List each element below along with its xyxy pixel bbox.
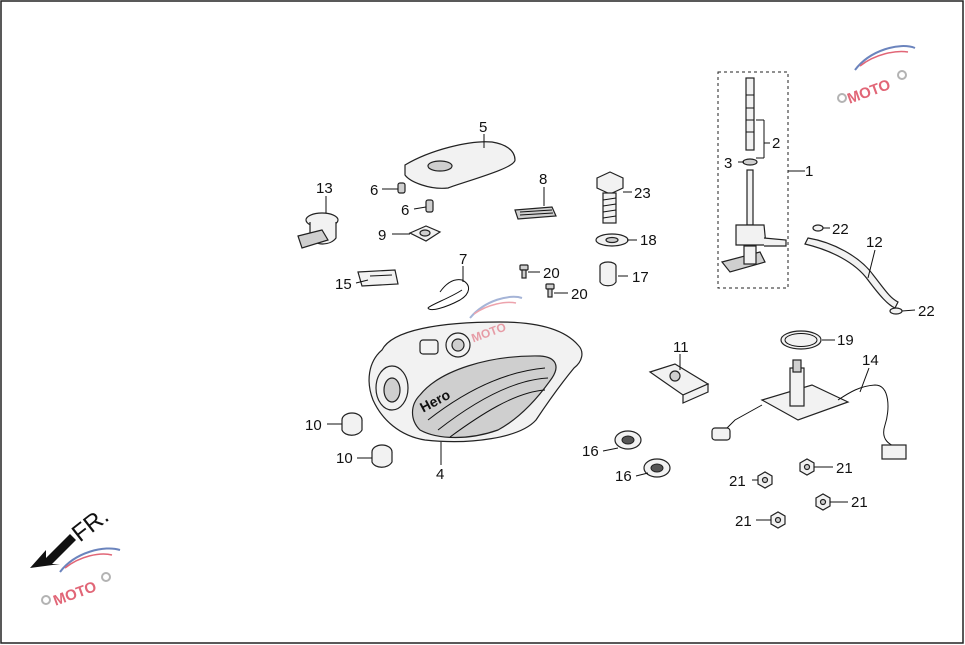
callout-10b: 10 xyxy=(336,450,353,467)
fuel-cap-13 xyxy=(297,212,339,249)
callout-3: 3 xyxy=(724,155,732,172)
callout-15: 15 xyxy=(335,276,352,293)
callout-21d: 21 xyxy=(735,513,752,530)
callout-labels: 1 2 3 4 5 6 6 7 8 9 10 10 11 12 13 14 15… xyxy=(305,119,935,530)
callout-19: 19 xyxy=(837,332,854,349)
fuel-cock-1 xyxy=(720,77,787,273)
screw-20a xyxy=(519,264,529,279)
fuel-tank: Hero xyxy=(368,321,583,443)
collar-17 xyxy=(599,261,617,287)
callout-21c: 21 xyxy=(851,494,868,511)
callout-16a: 16 xyxy=(582,443,599,460)
washer-18 xyxy=(595,233,629,247)
hose-clip-22b xyxy=(889,307,903,315)
nut-21d xyxy=(770,511,786,529)
callout-21b: 21 xyxy=(836,460,853,477)
callout-22a: 22 xyxy=(832,221,849,238)
callout-7: 7 xyxy=(459,251,467,268)
grommet-16b xyxy=(643,458,671,478)
leader-lines xyxy=(325,119,916,521)
watermark-text: MOTO xyxy=(51,578,99,609)
callout-16b: 16 xyxy=(615,468,632,485)
callout-23: 23 xyxy=(634,185,651,202)
tank-cover-plate xyxy=(404,141,516,189)
callout-6b: 6 xyxy=(401,202,409,219)
arrow-icon xyxy=(30,534,76,568)
callout-14: 14 xyxy=(862,352,879,369)
callout-11: 11 xyxy=(673,339,689,356)
gear-icon xyxy=(837,93,847,103)
gear-icon xyxy=(41,595,51,605)
gear-icon xyxy=(101,572,111,582)
callout-9: 9 xyxy=(378,227,386,244)
watermark-text: MOTO xyxy=(845,76,893,107)
rubber-mount-9 xyxy=(408,225,442,242)
grommet-10a xyxy=(341,412,363,436)
nut-21a xyxy=(757,471,773,489)
screw-20b xyxy=(545,283,555,298)
spring-clip-7 xyxy=(427,279,469,311)
bolt-23 xyxy=(596,171,624,224)
nut-21c xyxy=(815,493,831,511)
callout-10a: 10 xyxy=(305,417,322,434)
callout-2: 2 xyxy=(772,135,780,152)
grommet-16a xyxy=(614,430,642,450)
callout-12: 12 xyxy=(866,234,883,251)
nut-21b xyxy=(799,458,815,476)
clip-15 xyxy=(357,269,399,287)
callout-21a: 21 xyxy=(729,473,746,490)
callout-20b: 20 xyxy=(571,286,588,303)
callout-17: 17 xyxy=(632,269,649,286)
o-ring-19 xyxy=(780,330,822,350)
fuel-hose-12 xyxy=(804,237,899,309)
hose-clip-22a xyxy=(812,224,824,232)
foam-strip xyxy=(514,206,557,220)
screw-6b xyxy=(425,199,434,213)
fuel-gauge-sender-14 xyxy=(711,359,907,460)
watermark-top-right: MOTO xyxy=(837,45,916,108)
callout-20a: 20 xyxy=(543,265,560,282)
front-direction-indicator: FR. xyxy=(30,502,114,568)
screw-6a xyxy=(397,182,406,194)
callout-4: 4 xyxy=(436,466,444,483)
bracket-11 xyxy=(648,363,710,404)
callout-22b: 22 xyxy=(918,303,935,320)
callout-5: 5 xyxy=(479,119,487,136)
grommet-10b xyxy=(371,444,393,468)
callout-1: 1 xyxy=(805,163,813,180)
callout-8: 8 xyxy=(539,171,547,188)
gear-icon xyxy=(897,70,907,80)
callout-6a: 6 xyxy=(370,182,378,199)
assembly-box-1 xyxy=(717,71,789,289)
callout-18: 18 xyxy=(640,232,657,249)
callout-13: 13 xyxy=(316,180,333,197)
